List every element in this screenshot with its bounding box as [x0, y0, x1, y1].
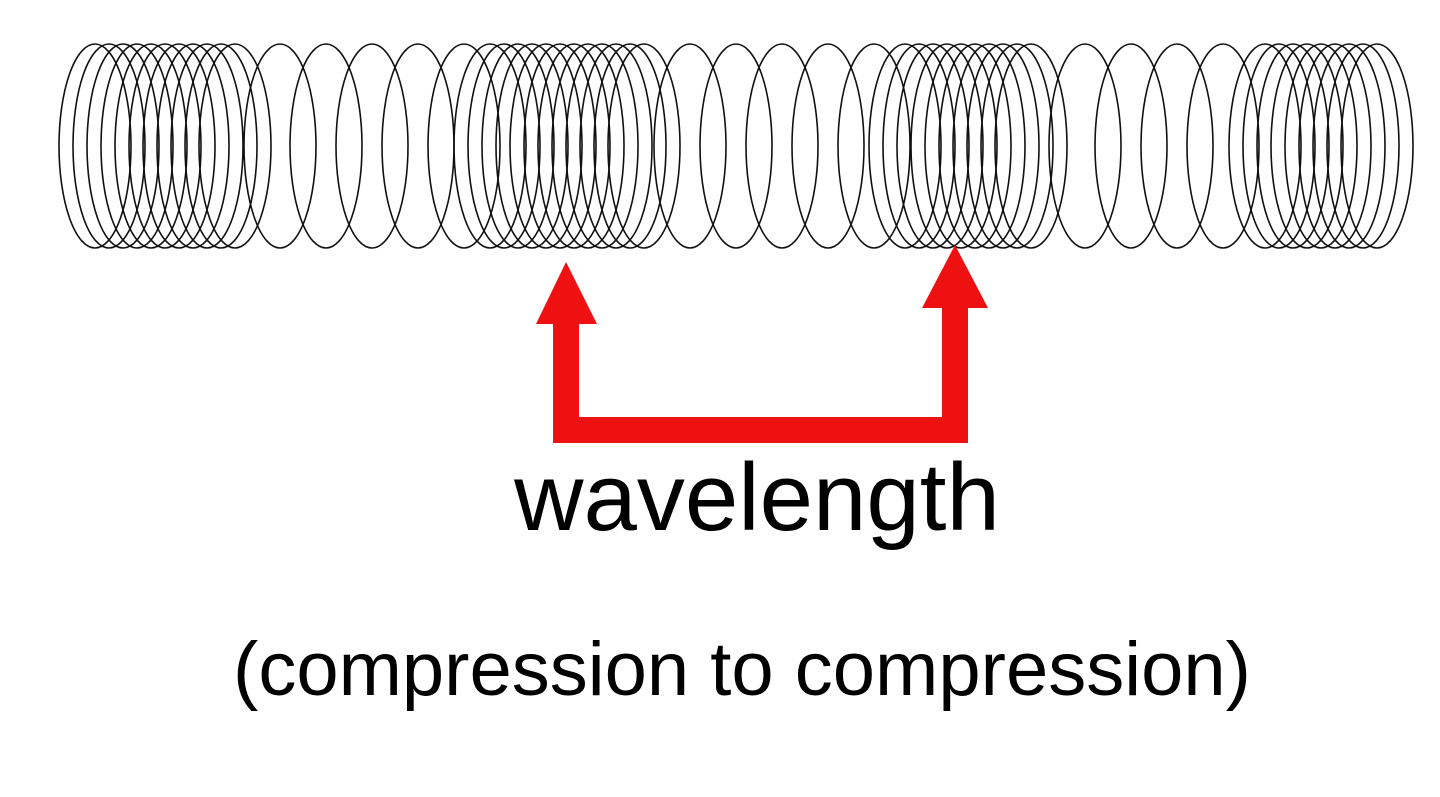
- coil-loop: [1298, 43, 1372, 249]
- coil-loop: [481, 43, 555, 249]
- coil-loop: [745, 43, 819, 249]
- arrow-head-left: [536, 262, 597, 324]
- coil-loop: [537, 43, 611, 249]
- coil-loop: [427, 43, 501, 249]
- coil-loop: [523, 43, 597, 249]
- coil-loop: [607, 43, 681, 249]
- coil-loop: [198, 43, 272, 249]
- coil-loop: [1284, 43, 1358, 249]
- coil-loop: [1242, 43, 1316, 249]
- coil-loop: [565, 43, 639, 249]
- coil-loop: [653, 43, 727, 249]
- coil-loop: [1312, 43, 1386, 249]
- coil-loop: [335, 43, 409, 249]
- coil-loop: [1340, 43, 1414, 249]
- arrow-bracket-line: [553, 287, 968, 443]
- wavelength-label: wavelength: [513, 444, 1000, 551]
- coil-loop: [1094, 43, 1168, 249]
- compression-note: (compression to compression): [233, 627, 1251, 712]
- coil-loop: [938, 43, 1012, 249]
- coil-loop: [924, 43, 998, 249]
- coil-loop: [551, 43, 625, 249]
- coil-loop: [72, 43, 146, 249]
- coil-loop: [593, 43, 667, 249]
- coil-loop: [910, 43, 984, 249]
- coil-loop: [243, 43, 317, 249]
- coil-loop: [837, 43, 911, 249]
- coil-loop: [58, 43, 132, 249]
- coil-loop: [467, 43, 541, 249]
- coil-loop: [114, 43, 188, 249]
- coil-loop: [381, 43, 455, 249]
- coil-loop: [1326, 43, 1400, 249]
- coil-loop: [868, 43, 942, 249]
- coil-loop: [791, 43, 865, 249]
- coil-loop: [896, 43, 970, 249]
- slinky-spring: [58, 43, 1414, 249]
- coil-loop: [882, 43, 956, 249]
- coil-loop: [1228, 43, 1302, 249]
- coil-loop: [1270, 43, 1344, 249]
- coil-loop: [1140, 43, 1214, 249]
- coil-loop: [495, 43, 569, 249]
- coil-loop: [579, 43, 653, 249]
- coil-loop: [156, 43, 230, 249]
- coil-loop: [170, 43, 244, 249]
- coil-loop: [86, 43, 160, 249]
- coil-loop: [453, 43, 527, 249]
- coil-loop: [699, 43, 773, 249]
- coil-loop: [184, 43, 258, 249]
- coil-loop: [980, 43, 1054, 249]
- coil-loop: [289, 43, 363, 249]
- coil-loop: [128, 43, 202, 249]
- coil-loop: [509, 43, 583, 249]
- coil-loop: [142, 43, 216, 249]
- arrow-head-right: [922, 245, 988, 308]
- coil-loop: [1048, 43, 1122, 249]
- coil-loop: [994, 43, 1068, 249]
- coil-loop: [100, 43, 174, 249]
- coil-loop: [966, 43, 1040, 249]
- coil-loop: [1256, 43, 1330, 249]
- coil-loop: [952, 43, 1026, 249]
- coil-loop: [1186, 43, 1260, 249]
- wavelength-arrow: [536, 245, 988, 443]
